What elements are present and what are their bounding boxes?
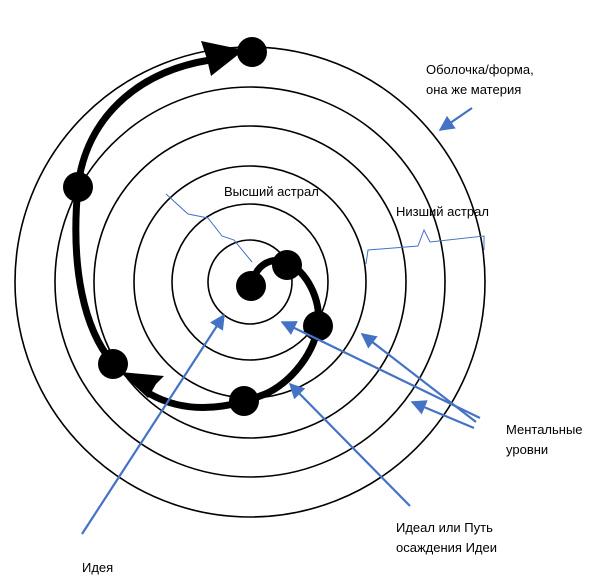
arrow-mental-2 — [360, 333, 477, 423]
circle-1 — [207, 239, 293, 325]
arrow-mental-3 — [410, 400, 475, 430]
higher-astral-label: Высший астрал — [224, 182, 319, 202]
lower-astral-label: Низший астрал — [396, 202, 489, 222]
concentric-circles — [14, 46, 486, 518]
shell-label: Оболочка/форма, она же материя — [426, 60, 534, 100]
arrow-idea — [81, 313, 225, 535]
arrow-mental-1 — [280, 321, 481, 419]
node-inner-2 — [303, 311, 333, 341]
circle-4 — [93, 125, 407, 439]
spiral-arrowhead-top — [201, 41, 244, 76]
node-inner-1 — [272, 250, 302, 280]
mental-levels-label: Ментальные уровни — [506, 420, 583, 460]
node-left — [63, 172, 93, 202]
idea-label: Идея — [82, 558, 113, 578]
ideal-label: Идеал или Путь осаждения Идеи — [396, 518, 497, 558]
brackets — [165, 193, 485, 265]
node-top — [237, 37, 267, 67]
node-lower-left — [98, 349, 128, 379]
idea-text: Идея — [82, 560, 114, 575]
bracket-higher-astral — [165, 193, 253, 263]
arrow-ideal — [288, 382, 411, 507]
mental-label-line1: Ментальные — [506, 422, 583, 437]
shell-label-line1: Оболочка/форма, — [426, 62, 534, 77]
node-bottom — [229, 386, 259, 416]
mental-label-line2: уровни — [506, 442, 549, 457]
arrow-shell — [438, 107, 473, 131]
lower-astral-text: Низший астрал — [396, 204, 489, 219]
circle-2 — [171, 203, 329, 361]
spiral-nodes — [63, 37, 333, 416]
shell-label-line2: она же материя — [426, 82, 522, 97]
pointer-arrows — [81, 107, 481, 535]
ideal-label-line2: осаждения Идеи — [396, 540, 497, 555]
circle-5 — [54, 86, 446, 478]
bracket-lower-astral — [365, 228, 485, 265]
node-center — [236, 271, 266, 301]
ideal-label-line1: Идеал или Путь — [396, 520, 493, 535]
higher-astral-text: Высший астрал — [224, 184, 319, 199]
spiral-arrowhead-lower — [120, 372, 164, 398]
